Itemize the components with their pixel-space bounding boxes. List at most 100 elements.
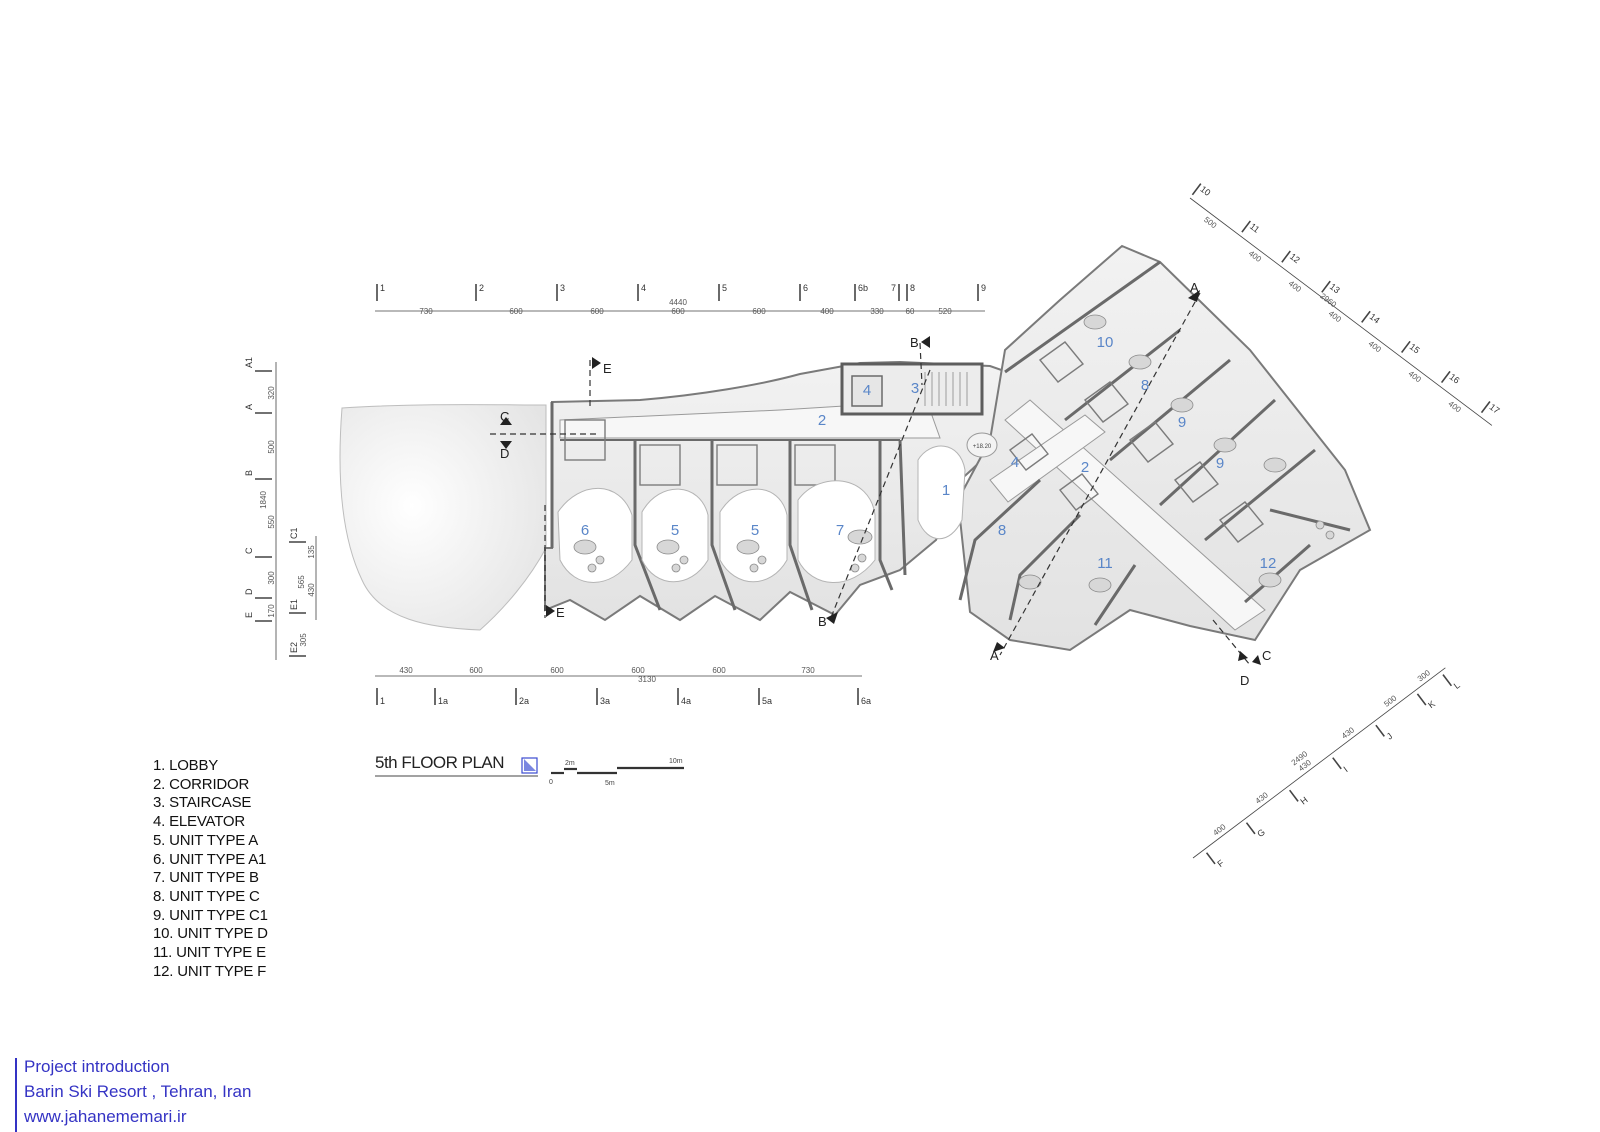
axis-label: 1a — [438, 696, 448, 706]
section-markers — [500, 290, 1261, 665]
top-dimension-chain — [375, 284, 985, 312]
axis-label: 17 — [1488, 402, 1502, 416]
room-number-unit-b: 7 — [836, 522, 844, 539]
dim-value: 600 — [550, 666, 564, 675]
dim-value: 600 — [590, 307, 604, 316]
dim-value: 430 — [1254, 790, 1271, 806]
legend-item: 1. LOBBY — [153, 757, 219, 774]
legend-item: 11. UNIT TYPE E — [153, 944, 266, 962]
legend-item: 12. UNIT TYPE F — [153, 962, 267, 980]
axis-label: G — [1255, 827, 1267, 839]
dim-value: 430 — [307, 583, 316, 597]
dim-value: 500 — [267, 440, 276, 454]
section-label-a: A — [1190, 280, 1199, 295]
scale-bar — [551, 766, 684, 775]
stair-treads — [924, 372, 968, 406]
legend-item: 7. UNIT TYPE B — [153, 869, 259, 887]
section-label-d: D — [1240, 673, 1249, 688]
section-lines — [490, 292, 1251, 666]
room-numbers: 1 2 3 4 5 5 6 7 8 8 9 9 10 11 12 2 4 +18… — [581, 334, 1277, 572]
section-label-b: B — [818, 614, 827, 629]
room-number-unit-c1: 9 — [1216, 455, 1224, 472]
top-dimension-values: 4440 730 600 600 600 600 400 330 60 520 — [419, 298, 952, 316]
bottom-dimension-chain — [375, 675, 862, 705]
dim-value: 730 — [419, 307, 433, 316]
project-footer: Project introduction Barin Ski Resort , … — [24, 1054, 251, 1129]
legend-item: 9. UNIT TYPE C1 — [153, 906, 268, 924]
footer-title: Project introduction — [24, 1057, 170, 1076]
axis-label: 2 — [479, 283, 484, 293]
axis-label: C — [244, 547, 254, 554]
section-label-e: E — [556, 605, 565, 620]
right-bottom-dimension-chain: F G H I J K L 400 430 430 430 500 300 24… — [1192, 667, 1462, 870]
axis-label: F — [1215, 858, 1226, 870]
axis-label: I — [1342, 765, 1350, 775]
left-dimension-values: 1840 320 500 550 300 170 305 135 565 430 — [259, 386, 316, 647]
dim-value: 565 — [297, 575, 306, 589]
dim-value: 400 — [820, 307, 834, 316]
axis-label: E1 — [289, 599, 299, 610]
section-label-a: A — [990, 648, 999, 663]
axis-label: K — [1426, 699, 1437, 711]
dim-value: 730 — [801, 666, 815, 675]
room-number-unit-a: 5 — [751, 522, 759, 539]
east-unit-furniture — [1018, 314, 1335, 593]
room-legend: 1. LOBBY 2. CORRIDOR 3. STAIRCASE 4. ELE… — [153, 757, 268, 981]
dim-value: 430 — [399, 666, 413, 675]
room-number-lobby: 1 — [942, 482, 950, 499]
axis-label: H — [1298, 795, 1309, 807]
dim-value: 330 — [870, 307, 884, 316]
section-label-c: C — [500, 409, 509, 424]
bottom-axis-labels: 1 1a 2a 3a 4a 5a 6a — [380, 696, 871, 706]
footer-website-link[interactable]: www.jahanememari.ir — [24, 1107, 187, 1126]
east-corridor — [989, 399, 1266, 631]
axis-label: A1 — [244, 357, 254, 368]
axis-label: 16 — [1448, 372, 1462, 386]
axis-label: E — [244, 612, 254, 618]
axis-label: E2 — [289, 642, 299, 653]
east-wing — [956, 244, 1372, 652]
axis-label: 15 — [1408, 342, 1422, 356]
axis-label: L — [1452, 680, 1462, 691]
left-total: 1840 — [259, 491, 268, 509]
axis-label: 12 — [1288, 251, 1302, 265]
axis-label: D — [244, 588, 254, 595]
east-unit-baths — [1008, 341, 1265, 543]
room-number-corridor: 2 — [818, 412, 826, 429]
dim-value: 135 — [307, 545, 316, 559]
room-number-unit-f: 12 — [1260, 555, 1277, 572]
section-letters: E E C D B B A A C D — [500, 280, 1271, 688]
left-axis-labels: A1 A B C D E E2 C1 E1 — [244, 357, 299, 653]
legend-item: 4. ELEVATOR — [153, 813, 246, 831]
room-number-staircase: 3 — [911, 380, 919, 397]
elevator-shaft — [851, 375, 883, 407]
axis-label: 2a — [519, 696, 529, 706]
axis-label: J — [1385, 731, 1395, 742]
dim-value: 600 — [469, 666, 483, 675]
scale-label: 2m — [565, 760, 575, 767]
room-number-elevator: 4 — [863, 382, 871, 399]
north-glyph — [521, 757, 538, 774]
level-tag-marker — [966, 432, 998, 458]
scale-label: 5m — [605, 780, 615, 787]
west-units-bath — [564, 419, 836, 486]
dim-value: 430 — [1340, 725, 1357, 741]
section-label-c: C — [1262, 648, 1271, 663]
axis-label: 1 — [380, 696, 385, 706]
west-units — [550, 402, 907, 611]
axis-label: 4 — [641, 283, 646, 293]
axis-label: 5 — [722, 283, 727, 293]
drawing-title: 5th FLOOR PLAN — [375, 753, 505, 772]
axis-label: 6a — [861, 696, 871, 706]
dim-value: 320 — [267, 386, 276, 400]
room-number-unit-c1: 9 — [1178, 414, 1186, 431]
dim-value: 600 — [712, 666, 726, 675]
top-axis-labels: 1 2 3 4 5 6 6b 7 8 9 — [380, 283, 986, 293]
footer-project: Barin Ski Resort , Tehran, Iran — [24, 1082, 252, 1101]
legend-item: 10. UNIT TYPE D — [153, 925, 268, 943]
dim-value: 400 — [1211, 822, 1228, 838]
footer-accent-bar — [15, 1058, 17, 1132]
axis-label: 6 — [803, 283, 808, 293]
axis-label: 4a — [681, 696, 691, 706]
